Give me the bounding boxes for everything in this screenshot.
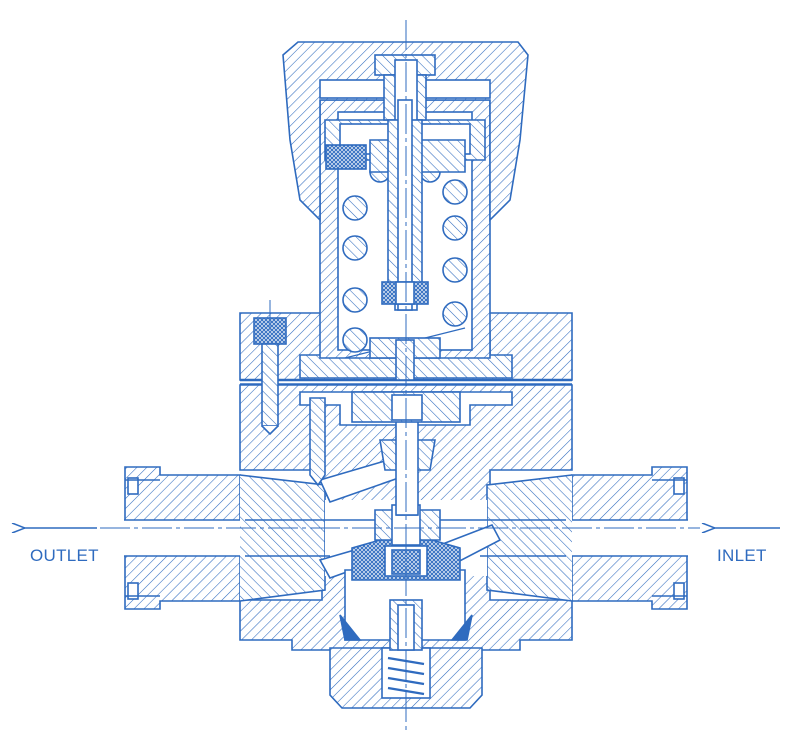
cap-screw: [253, 300, 287, 436]
spring-coils: [342, 161, 468, 359]
outlet-port-fitting: [124, 466, 245, 610]
inlet-label: INLET: [717, 546, 767, 565]
inlet-port-fitting: [566, 466, 688, 610]
adjusting-screw: [369, 54, 441, 381]
outlet-label: OUTLET: [30, 546, 99, 565]
bottom-plug: [329, 599, 483, 709]
adjusting-knob: [282, 41, 529, 222]
